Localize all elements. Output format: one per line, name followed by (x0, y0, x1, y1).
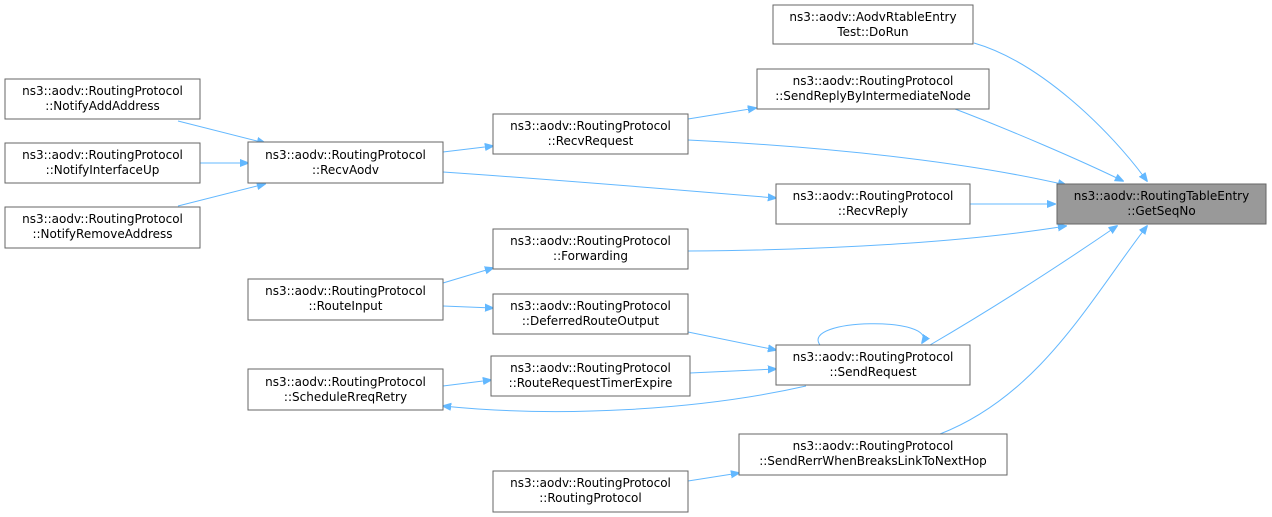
edge-dorun-to-getseqno (973, 42, 1147, 181)
node-label-line1: ns3::aodv::RoutingTableEntry (1074, 189, 1249, 203)
node-label-line1: ns3::aodv::RoutingProtocol (793, 189, 954, 203)
edge-sendreplyinter-to-getseqno (954, 108, 1123, 181)
node-label-line1: ns3::aodv::RoutingProtocol (265, 148, 426, 162)
node-sendrequest[interactable]: ns3::aodv::RoutingProtocol ::SendRequest (775, 344, 971, 386)
node-label-line2: ::SendRerrWhenBreaksLinkToNextHop (759, 454, 987, 468)
edge-sendrequest-to-getseqno (929, 226, 1117, 346)
edge-recvrequest-to-getseqno (687, 139, 1066, 185)
node-label-line2: ::RouteInput (309, 299, 383, 313)
node-label-line1: ns3::aodv::RoutingProtocol (22, 148, 183, 162)
node-recvrequest[interactable]: ns3::aodv::RoutingProtocol ::RecvRequest (492, 113, 689, 155)
node-deferred[interactable]: ns3::aodv::RoutingProtocol ::DeferredRou… (492, 293, 689, 335)
edge-deferred-to-sendrequest (687, 331, 776, 350)
edge-routingprotocol-to-sendrerr (687, 473, 739, 482)
node-label-line2: ::SendRequest (829, 365, 916, 379)
node-schedule[interactable]: ns3::aodv::RoutingProtocol ::ScheduleRre… (247, 368, 444, 411)
edge-sendrequest-to-schedule (443, 385, 807, 413)
node-sendrerr[interactable]: ns3::aodv::RoutingProtocol ::SendRerrWhe… (738, 433, 1008, 476)
node-notifyremove[interactable]: ns3::aodv::RoutingProtocol ::NotifyRemov… (4, 206, 201, 249)
node-label-line2: ::NotifyInterfaceUp (46, 163, 160, 177)
node-sendreplyinter[interactable]: ns3::aodv::RoutingProtocol ::SendReplyBy… (756, 68, 990, 110)
node-dorun[interactable]: ns3::aodv::AodvRtableEntry Test::DoRun (772, 4, 974, 45)
node-label-line2: ::RecvAodv (312, 163, 379, 177)
node-label-line1: ns3::aodv::RoutingProtocol (793, 439, 954, 453)
node-label-line1: ns3::aodv::RoutingProtocol (510, 234, 671, 248)
edge-schedule-to-rrtimer (442, 380, 491, 387)
node-label-line2: ::NotifyAddAddress (45, 99, 160, 113)
node-label-line1: ns3::aodv::RoutingProtocol (510, 361, 671, 375)
node-label-line1: ns3::aodv::RoutingProtocol (793, 74, 954, 88)
edge-recvrequest-to-sendreplyinter (687, 108, 756, 120)
edges (177, 42, 1147, 482)
node-label-line2: ::RecvReply (838, 204, 908, 218)
node-label-line1: ns3::aodv::RoutingProtocol (265, 375, 426, 389)
node-label-line2: Test::DoRun (836, 25, 908, 39)
edge-notifyremove-to-recvaodv (177, 184, 265, 207)
node-label-line2: ::Forwarding (553, 249, 628, 263)
edge-forwarding-to-getseqno (687, 226, 1066, 252)
edge-routeinput-to-deferred (442, 306, 493, 308)
node-label-line2: ::RouteRequestTimerExpire (509, 376, 673, 390)
node-getseqno[interactable]: ns3::aodv::RoutingTableEntry ::GetSeqNo (1056, 183, 1267, 225)
node-routingprotocol[interactable]: ns3::aodv::RoutingProtocol ::RoutingProt… (492, 470, 689, 513)
node-notifyadd[interactable]: ns3::aodv::RoutingProtocol ::NotifyAddAd… (4, 78, 201, 120)
node-forwarding[interactable]: ns3::aodv::RoutingProtocol ::Forwarding (492, 228, 689, 270)
node-label-line2: ::ScheduleRreqRetry (284, 390, 407, 404)
node-notifyup[interactable]: ns3::aodv::RoutingProtocol ::NotifyInter… (4, 142, 201, 184)
node-recvaodv[interactable]: ns3::aodv::RoutingProtocol ::RecvAodv (247, 141, 444, 184)
edge-routeinput-to-forwarding (442, 268, 493, 284)
edge-notifyadd-to-recvaodv (177, 120, 265, 143)
edge-recvaodv-to-recvreply (442, 171, 776, 198)
node-label-line2: ::GetSeqNo (1127, 204, 1195, 218)
node-label-line2: ::SendReplyByIntermediateNode (775, 89, 971, 103)
node-label-line1: ns3::aodv::RoutingProtocol (510, 119, 671, 133)
node-label-line1: ns3::aodv::RoutingProtocol (22, 84, 183, 98)
edge-recvaodv-to-recvrequest (442, 146, 493, 153)
node-label-line2: ::DeferredRouteOutput (522, 314, 660, 328)
node-label-line2: ::RoutingProtocol (539, 491, 641, 505)
node-label-line1: ns3::aodv::RoutingProtocol (510, 299, 671, 313)
edge-rrtimer-to-sendrequest (689, 369, 776, 373)
node-label-line2: ::NotifyRemoveAddress (32, 227, 172, 241)
node-rrtimer[interactable]: ns3::aodv::RoutingProtocol ::RouteReques… (490, 355, 691, 397)
node-label-line1: ns3::aodv::RoutingProtocol (265, 284, 426, 298)
node-label-line1: ns3::aodv::AodvRtableEntry (789, 10, 956, 24)
node-label-line1: ns3::aodv::RoutingProtocol (22, 212, 183, 226)
edge-sendrequest-self-loop (817, 323, 924, 346)
node-label-line1: ns3::aodv::RoutingProtocol (510, 476, 671, 490)
node-label-line2: ::RecvRequest (548, 134, 634, 148)
node-routeinput[interactable]: ns3::aodv::RoutingProtocol ::RouteInput (247, 278, 444, 321)
edge-sendrerr-to-getseqno (939, 226, 1147, 435)
node-recvreply[interactable]: ns3::aodv::RoutingProtocol ::RecvReply (775, 183, 971, 225)
node-label-line1: ns3::aodv::RoutingProtocol (793, 350, 954, 364)
